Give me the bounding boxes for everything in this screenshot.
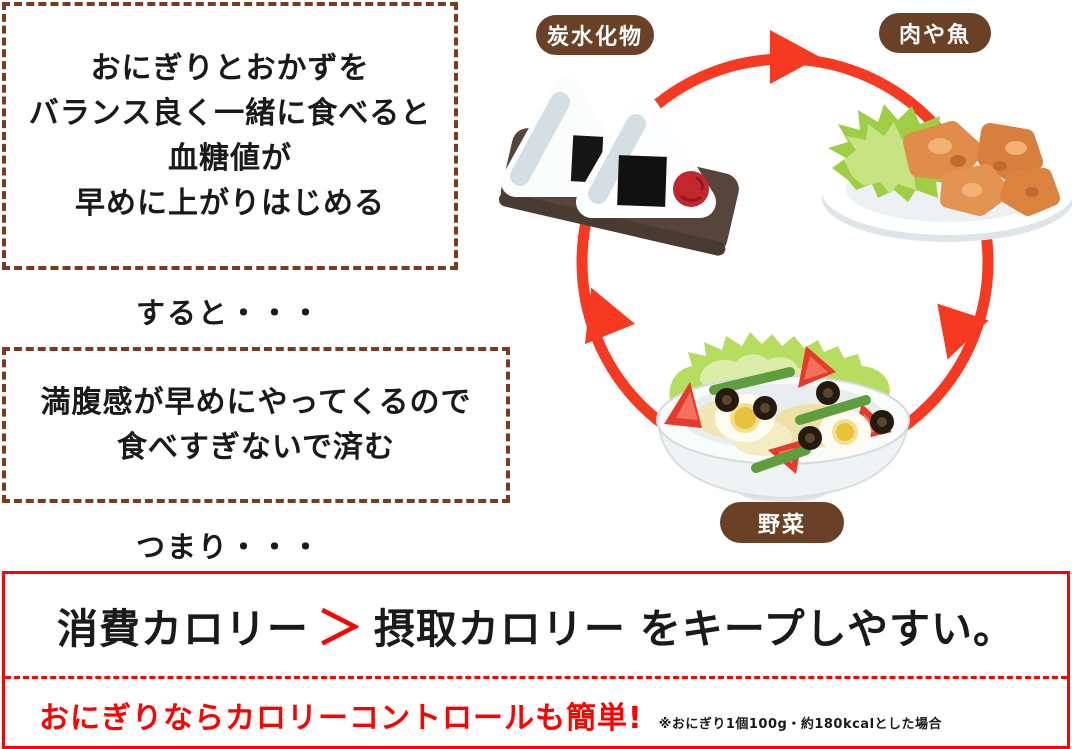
arrow-up-icon [584, 287, 636, 345]
badge-carbohydrates: 炭水化物 [536, 15, 654, 55]
onigiri-illustration [498, 77, 739, 256]
olive-icon [715, 381, 894, 450]
box2-line-1: 満腹感が早めにやってくるので [40, 385, 472, 420]
badge-meat-fish: 肉や魚 [879, 13, 991, 53]
box2-line-2: 食べすぎないで済む [116, 430, 396, 465]
green-bean-icon [795, 395, 871, 425]
conclusion-subrow: おにぎりならカロリーコントロールも簡単! ※おにぎり1個100g・約180kca… [5, 679, 1067, 746]
arrow-down-icon [937, 303, 989, 360]
intake-calories-text: 摂取カロリー [373, 605, 626, 653]
badge-vegetables: 野菜 [720, 502, 844, 543]
box1-line-4: 早めに上がりはじめる [75, 186, 385, 221]
salad-bowl-illustration [656, 332, 910, 502]
calorie-control-subtitle: おにぎりならカロリーコントロールも簡単! [39, 701, 643, 736]
consumed-calories-text: 消費カロリー [56, 605, 309, 653]
connector-in-short: つまり・・・ [135, 530, 322, 564]
arrow-right-icon [770, 30, 820, 84]
calorie-formula: 消費カロリー ＞ 摂取カロリー をキープしやすい。 [5, 574, 1067, 679]
green-bean-icon [751, 445, 811, 473]
food-cycle-diagram [498, 30, 1072, 502]
explanation-box-blood-sugar: おにぎりとおかずを バランス良く一緒に食べると 血糖値が 早めに上がりはじめる [2, 2, 458, 270]
box1-line-1: おにぎりとおかずを [90, 51, 370, 86]
box1-line-2: バランス良く一緒に食べると [28, 96, 432, 131]
calorie-assumption-note: ※おにぎり1個100g・約180kcalとした場合 [658, 717, 943, 732]
formula-suffix-text: をキープしやすい。 [639, 605, 1016, 653]
green-bean-icon [709, 367, 795, 395]
explanation-box-satiety: 満腹感が早めにやってくるので 食べすぎないで済む [2, 347, 510, 503]
nori-icon [617, 155, 667, 207]
conclusion-banner: 消費カロリー ＞ 摂取カロリー をキープしやすい。 おにぎりならカロリーコントロ… [2, 571, 1070, 749]
karaage-plate-illustration [822, 104, 1072, 242]
box1-line-3: 血糖値が [168, 141, 292, 176]
connector-then: すると・・・ [135, 296, 322, 330]
greater-than-symbol: ＞ [316, 601, 364, 655]
